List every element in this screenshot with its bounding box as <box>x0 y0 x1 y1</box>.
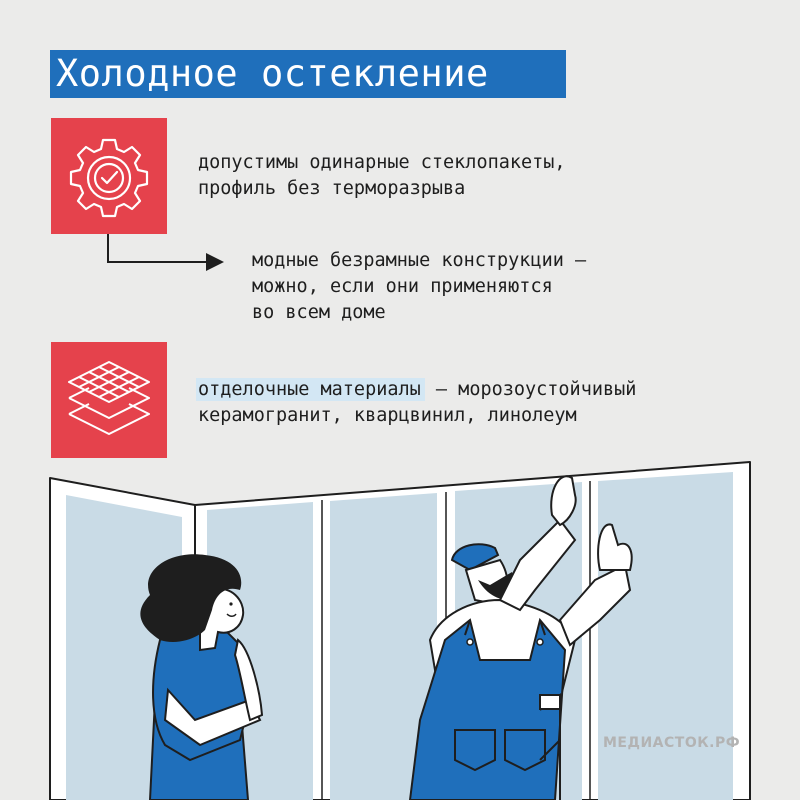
gear-check-icon-box <box>51 118 167 234</box>
worker-figure <box>408 475 633 800</box>
item-2-line-1: модные безрамные конструкции – <box>252 250 587 271</box>
connector-arrow <box>107 234 224 271</box>
item-1-line-1: допустимы одинарные стеклопакеты, <box>198 152 566 173</box>
item-2-line-3: во всем доме <box>252 302 386 323</box>
arrow-right-icon <box>206 253 224 271</box>
item-2-line-2: можно, если они применяются <box>252 276 553 297</box>
item-3-line-1: отделочные материалы – морозоустойчивый <box>196 377 637 403</box>
layers-grid-icon-box <box>51 342 167 458</box>
item-3-text: отделочные материалы – морозоустойчивый … <box>196 377 637 429</box>
item-2-text: модные безрамные конструкции – можно, ес… <box>252 248 586 326</box>
watermark: МЕДИАСТОК.РФ <box>603 735 741 751</box>
item-1-text: допустимы одинарные стеклопакеты, профил… <box>198 150 566 202</box>
page-title: Холодное остекление <box>56 52 489 95</box>
item-3-rest: – морозоустойчивый <box>424 379 637 400</box>
gear-check-icon <box>69 138 149 218</box>
item-1-line-2: профиль без терморазрыва <box>198 178 466 199</box>
woman-figure <box>140 554 264 800</box>
title-bar <box>50 50 566 98</box>
layers-grid-icon <box>68 361 150 435</box>
highlight-term: отделочные материалы <box>196 378 425 401</box>
window-installation-illustration <box>49 461 751 800</box>
item-3-line-2: керамогранит, кварцвинил, линолеум <box>198 405 577 426</box>
